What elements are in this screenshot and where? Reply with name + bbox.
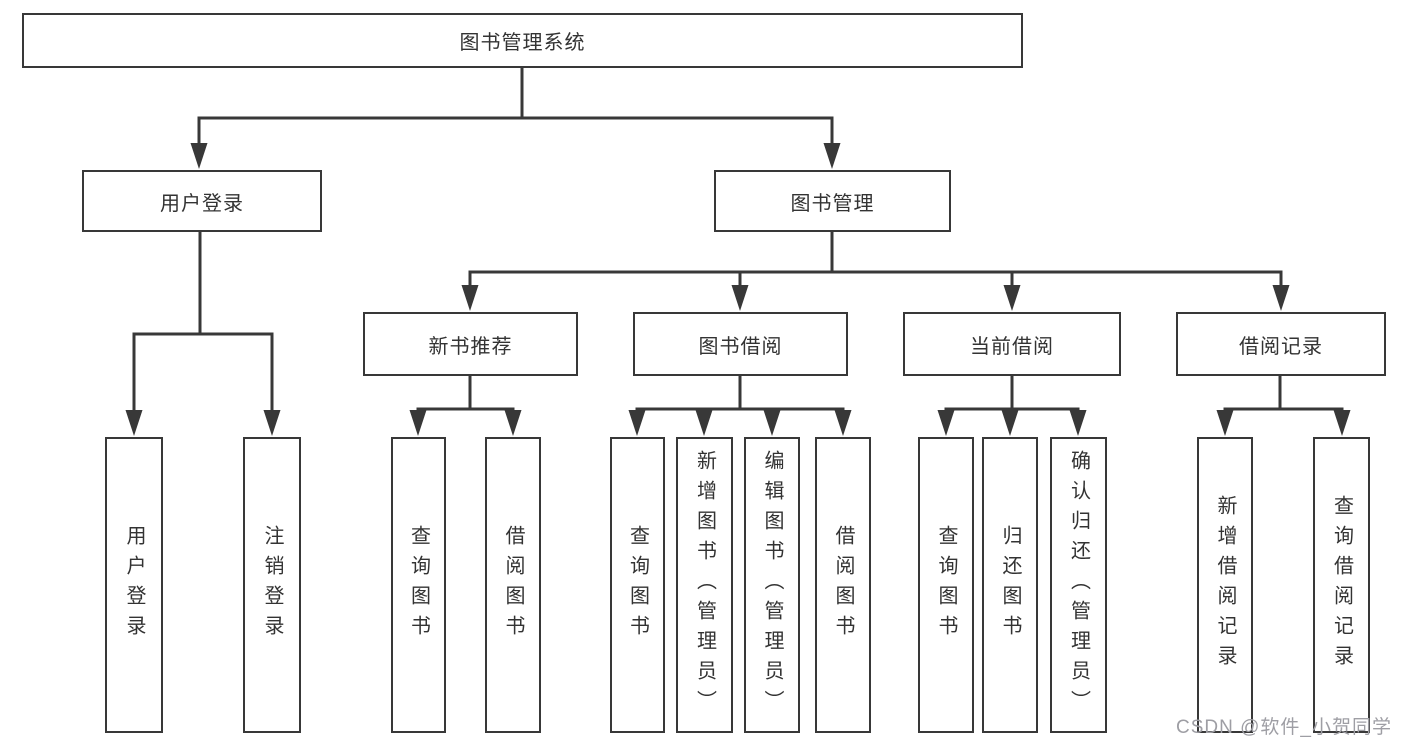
leaf-return-books: 归还图书 — [982, 437, 1038, 733]
leaf-query-books-current-label: 查询图书 — [935, 525, 957, 645]
node-library-management-system: 图书管理系统 — [22, 13, 1023, 68]
node-book-management: 图书管理 — [714, 170, 951, 232]
leaf-add-book-admin: 新增图书（管理员） — [676, 437, 733, 733]
leaf-query-books-current: 查询图书 — [918, 437, 974, 733]
leaf-query-books-recommend-label: 查询图书 — [407, 525, 430, 645]
leaf-logout-label: 注销登录 — [261, 525, 283, 645]
leaf-logout: 注销登录 — [243, 437, 301, 733]
node-current-borrowing: 当前借阅 — [903, 312, 1121, 376]
leaf-add-book-admin-label: 新增图书（管理员） — [693, 450, 716, 720]
leaf-query-borrow-record-label: 查询借阅记录 — [1330, 495, 1353, 675]
node-new-book-recommendation: 新书推荐 — [363, 312, 578, 376]
node-book-borrowing: 图书借阅 — [633, 312, 848, 376]
leaf-add-borrow-record-label: 新增借阅记录 — [1214, 495, 1236, 675]
leaf-return-books-label: 归还图书 — [999, 525, 1021, 645]
leaf-query-borrow-record: 查询借阅记录 — [1313, 437, 1370, 733]
leaf-confirm-return-admin: 确认归还（管理员） — [1050, 437, 1107, 733]
leaf-query-books-recommend: 查询图书 — [391, 437, 446, 733]
leaf-borrow-books-label: 借阅图书 — [832, 525, 854, 645]
node-user-login: 用户登录 — [82, 170, 322, 232]
leaf-user-login-label: 用户登录 — [123, 525, 145, 645]
leaf-query-books-borrow: 查询图书 — [610, 437, 665, 733]
watermark: CSDN @软件_小贺同学 — [1176, 717, 1392, 738]
leaf-add-borrow-record: 新增借阅记录 — [1197, 437, 1253, 733]
node-borrowing-records: 借阅记录 — [1176, 312, 1386, 376]
leaf-borrow-books: 借阅图书 — [815, 437, 871, 733]
leaf-borrow-books-recommend: 借阅图书 — [485, 437, 541, 733]
leaf-edit-book-admin-label: 编辑图书（管理员） — [761, 450, 783, 720]
leaf-borrow-books-recommend-label: 借阅图书 — [502, 525, 524, 645]
leaf-query-books-borrow-label: 查询图书 — [626, 525, 649, 645]
leaf-user-login: 用户登录 — [105, 437, 163, 733]
leaf-edit-book-admin: 编辑图书（管理员） — [744, 437, 800, 733]
leaf-confirm-return-admin-label: 确认归还（管理员） — [1067, 450, 1090, 720]
